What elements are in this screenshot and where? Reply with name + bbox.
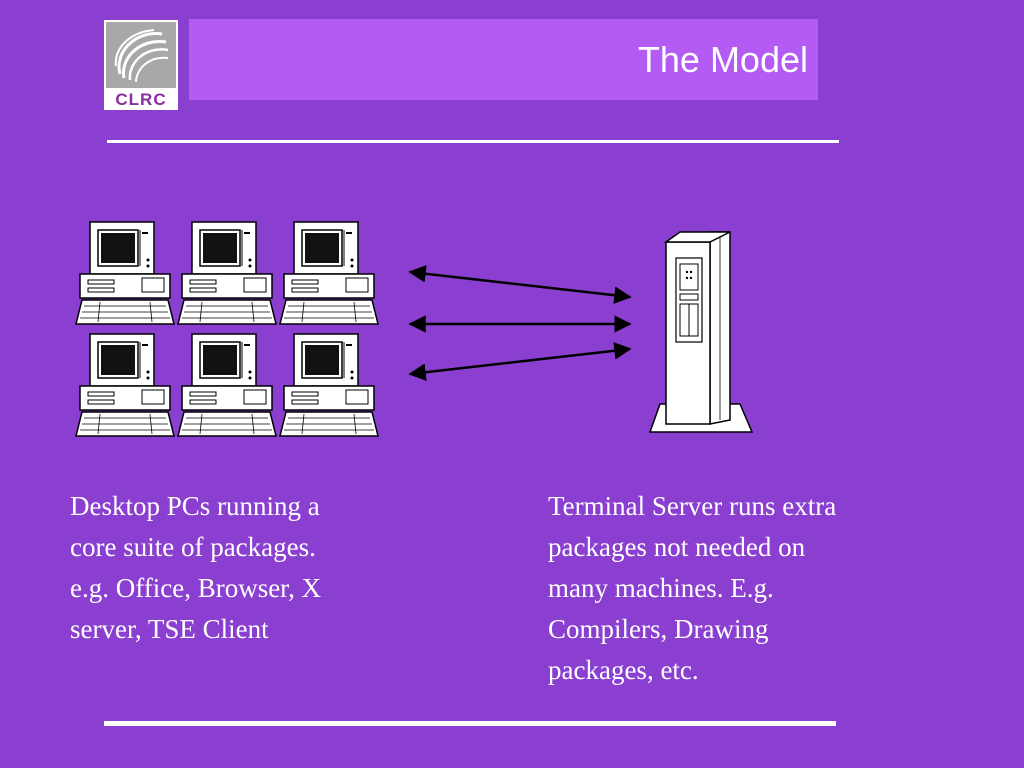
- logo-text: CLRC: [115, 90, 167, 109]
- caption-line: Compilers, Drawing: [548, 614, 769, 644]
- desktop-pc-3: [279, 221, 379, 325]
- desktop-pc-2: [177, 221, 277, 325]
- caption-line: packages not needed on: [548, 532, 806, 562]
- desktop-caption: Desktop PCs running a core suite of pack…: [70, 486, 321, 650]
- connection-arrow-3: [408, 342, 632, 381]
- bottom-divider: [104, 721, 836, 726]
- terminal-server: [648, 231, 754, 433]
- desktop-pc-6: [279, 333, 379, 437]
- desktop-pc-5: [177, 333, 277, 437]
- caption-line: server, TSE Client: [70, 614, 269, 644]
- clrc-logo: CLRC: [104, 20, 178, 110]
- connection-arrow-1: [408, 265, 632, 304]
- top-divider: [107, 140, 839, 143]
- server-caption: Terminal Server runs extra packages not …: [548, 486, 836, 691]
- caption-line: packages, etc.: [548, 655, 699, 685]
- caption-line: Terminal Server runs extra: [548, 491, 837, 521]
- desktop-pc-1: [75, 221, 175, 325]
- title-bar: The Model: [189, 19, 818, 100]
- page-title: The Model: [637, 39, 808, 80]
- caption-line: Desktop PCs running a: [70, 491, 320, 521]
- caption-line: e.g. Office, Browser, X: [70, 573, 322, 603]
- desktop-pc-4: [75, 333, 175, 437]
- caption-line: many machines. E.g.: [548, 573, 774, 603]
- logo-graphic: [106, 22, 176, 88]
- caption-line: core suite of packages.: [70, 532, 316, 562]
